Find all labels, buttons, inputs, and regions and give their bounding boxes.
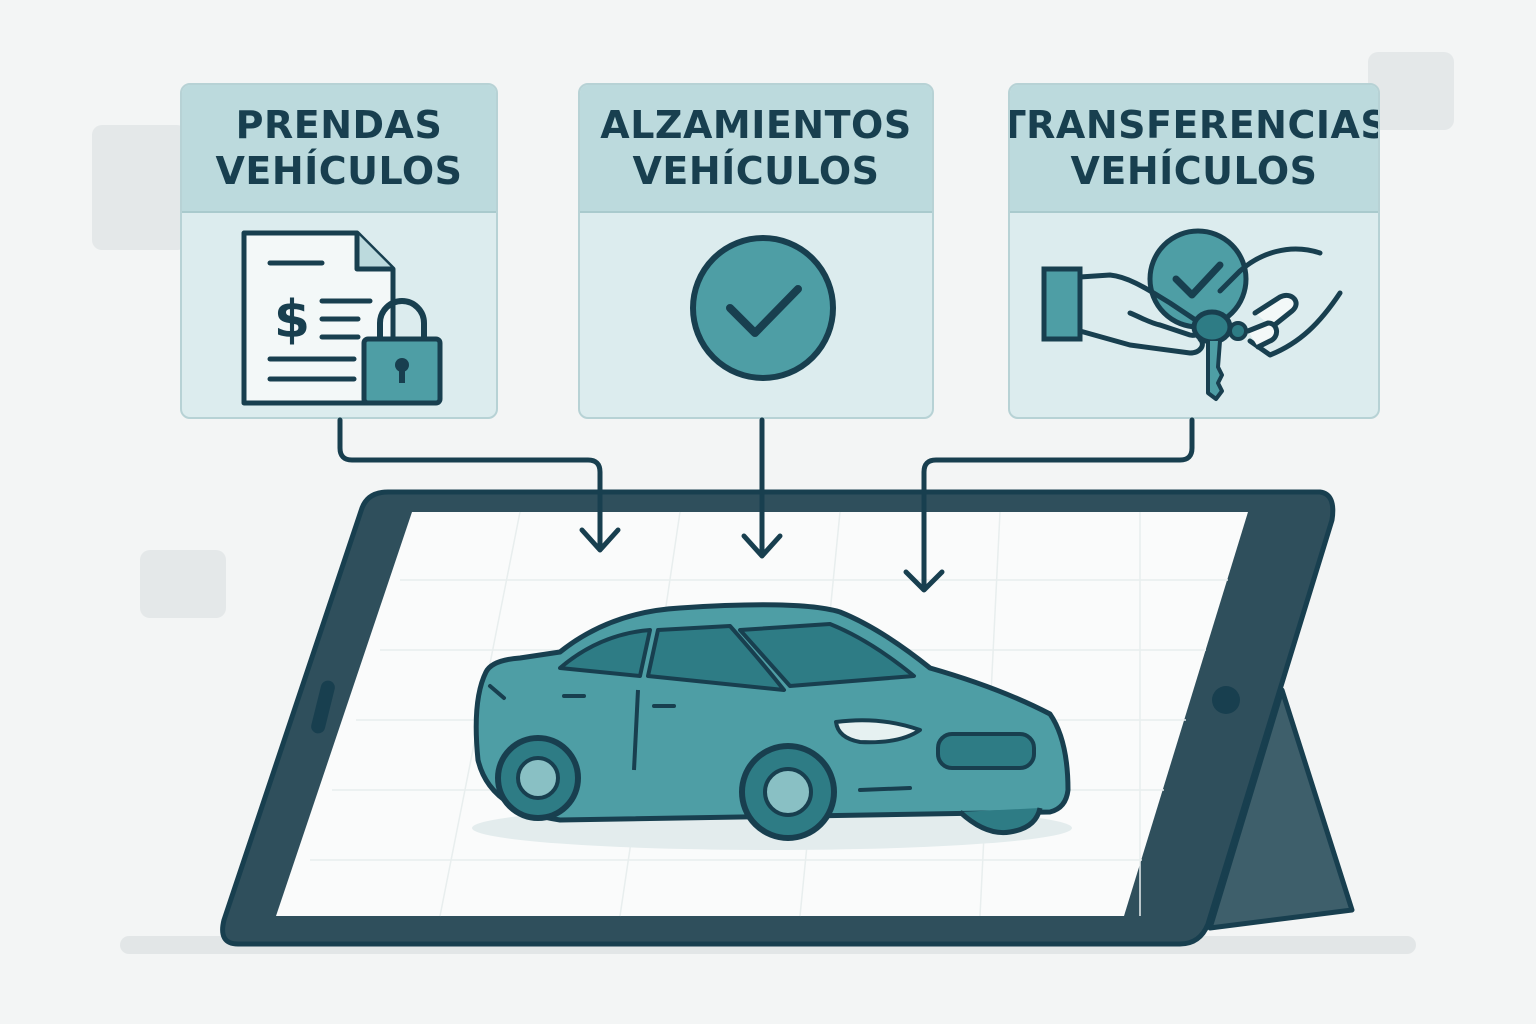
card-header-transferencias: TRANSFERENCIAS VEHÍCULOS	[1010, 85, 1378, 213]
card-title-line1: PRENDAS	[235, 103, 443, 147]
card-title-line1: ALZAMIENTOS	[600, 103, 912, 147]
service-card-alzamientos: ALZAMIENTOS VEHÍCULOS	[578, 83, 934, 419]
svg-text:$: $	[274, 290, 310, 350]
card-body-transferencias	[1010, 213, 1378, 417]
car-icon	[472, 602, 1072, 850]
service-card-transferencias: TRANSFERENCIAS VEHÍCULOS	[1008, 83, 1380, 419]
tablet-camera	[1212, 686, 1240, 714]
connector-arrows	[337, 417, 1195, 593]
card-body-prendas: $	[182, 213, 496, 417]
check-circle-icon	[690, 235, 836, 381]
card-header-prendas: PRENDAS VEHÍCULOS	[182, 85, 496, 213]
card-title-line1: TRANSFERENCIAS	[1008, 103, 1380, 147]
card-body-alzamientos	[580, 213, 932, 417]
handshake-key-check-icon	[1041, 228, 1343, 401]
document-dollar-lock-icon: $	[241, 230, 443, 406]
card-title-line2: VEHÍCULOS	[632, 149, 880, 193]
card-title-line2: VEHÍCULOS	[215, 149, 463, 193]
service-card-prendas: PRENDAS VEHÍCULOS $	[180, 83, 498, 419]
decorative-tile-mid-left	[140, 550, 226, 618]
card-title-line2: VEHÍCULOS	[1070, 149, 1318, 193]
arrow-head-alzamientos	[741, 533, 783, 559]
screen-grid	[310, 511, 1228, 917]
arrow-head-prendas	[579, 527, 621, 553]
tablet-stand	[1207, 687, 1355, 931]
decorative-tile-right	[1368, 52, 1454, 130]
arrow-prendas	[337, 417, 603, 551]
arrow-transferencias	[921, 417, 1195, 591]
arrow-head-transferencias	[903, 569, 945, 593]
card-header-alzamientos: ALZAMIENTOS VEHÍCULOS	[580, 85, 932, 213]
tablet-side-button	[311, 680, 335, 734]
decorative-tile-left	[92, 125, 187, 250]
